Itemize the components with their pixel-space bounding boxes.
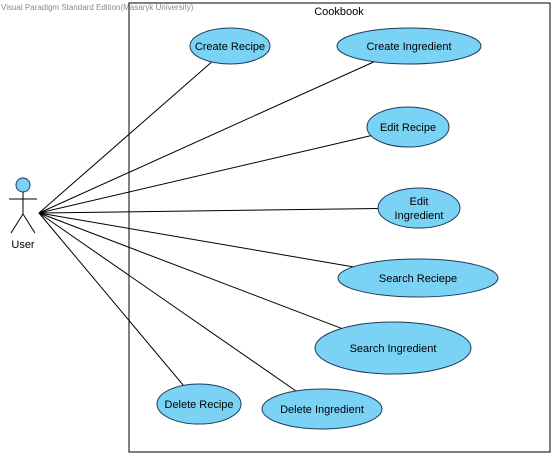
use-case-label: Edit Recipe [380,122,436,134]
use-case-create-ingredient[interactable]: Create Ingredient [336,27,482,65]
use-case-ellipse [314,321,472,375]
actor-user[interactable]: User [9,177,37,251]
use-case-ellipse [377,187,461,229]
use-case-edit-recipe[interactable]: Edit Recipe [366,106,450,148]
association-search-ingredient[interactable] [38,212,342,329]
use-case-label: Ingredient [395,210,444,222]
actor-left-leg [10,213,24,234]
system-boundary[interactable] [128,2,551,453]
use-case-label: Delete Recipe [164,399,233,411]
association-edit-recipe[interactable] [38,135,372,214]
use-case-label: Delete Ingredient [280,404,364,416]
use-case-ellipse [261,388,383,430]
use-case-label: Create Ingredient [367,41,452,53]
association-create-recipe[interactable] [38,61,213,214]
association-edit-ingredient[interactable] [38,208,379,214]
use-case-delete-recipe[interactable]: Delete Recipe [156,383,242,425]
use-case-create-recipe[interactable]: Create Recipe [189,27,271,65]
association-create-ingredient[interactable] [38,61,375,214]
association-delete-ingredient[interactable] [38,212,297,392]
association-delete-recipe[interactable] [38,212,184,386]
use-case-ellipse [337,258,499,298]
use-case-label: Edit [410,196,429,208]
association-search-reciepe[interactable] [38,212,354,268]
actor-right-leg [22,213,36,234]
actor-head [15,177,31,193]
use-case-label: Search Reciepe [379,273,457,285]
associations [38,61,379,392]
use-case-search-ingredient[interactable]: Search Ingredient [314,321,472,375]
watermark-text: Visual Paradigm Standard Edition(Masaryk… [1,3,194,12]
system-name: Cookbook [314,6,364,18]
use-case-ellipse [189,27,271,65]
use-case-label: Search Ingredient [350,343,437,355]
use-case-search-reciepe[interactable]: Search Reciepe [337,258,499,298]
use-case-ellipse [366,106,450,148]
use-case-ellipse [336,27,482,65]
actor-label: User [11,239,35,251]
use-case-delete-ingredient[interactable]: Delete Ingredient [261,388,383,430]
use-case-ellipse [156,383,242,425]
use-case-label: Create Recipe [195,41,265,53]
